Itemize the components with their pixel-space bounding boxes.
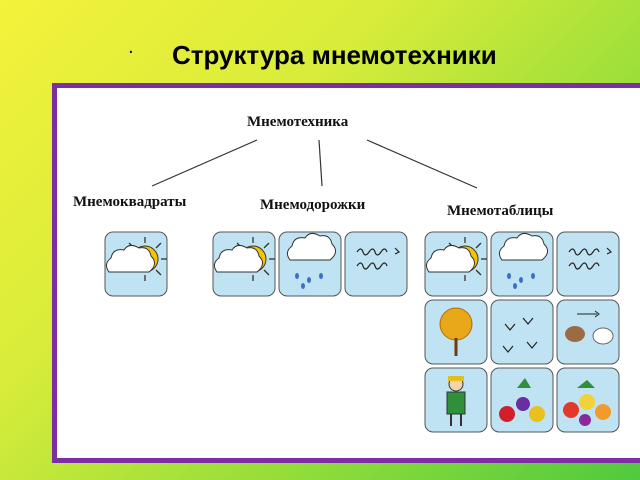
title-bullet: · bbox=[128, 42, 134, 63]
sun-cloud-icon bbox=[213, 232, 275, 296]
branch-label-tables: Мнемотаблицы bbox=[447, 203, 554, 219]
boy-in-coat-icon bbox=[424, 367, 488, 433]
branch-label-tracks: Мнемодорожки bbox=[260, 197, 366, 213]
rain-cloud-icon bbox=[279, 232, 341, 296]
vegetables-icon bbox=[490, 367, 554, 433]
sun-cloud-icon bbox=[425, 232, 487, 296]
wind-icon bbox=[556, 231, 620, 297]
flying-birds-icon bbox=[490, 299, 554, 365]
mnemotechnics-diagram: Мнемотехника Мнемоквадраты Мнемодорожки … bbox=[73, 114, 620, 433]
root-label: Мнемотехника bbox=[247, 114, 349, 130]
hare-icon bbox=[556, 299, 620, 365]
autumn-tree-icon bbox=[424, 299, 488, 365]
wind-icon bbox=[344, 231, 408, 297]
connector-lines bbox=[151, 139, 478, 189]
slide-title: Структура мнемотехники bbox=[172, 40, 497, 70]
diagram-panel: Мнемотехника Мнемоквадраты Мнемодорожки … bbox=[52, 83, 640, 463]
branch-label-squares: Мнемоквадраты bbox=[73, 194, 187, 210]
rain-cloud-icon bbox=[491, 232, 553, 296]
fruits-icon bbox=[556, 367, 620, 433]
sun-cloud-icon bbox=[105, 232, 167, 296]
